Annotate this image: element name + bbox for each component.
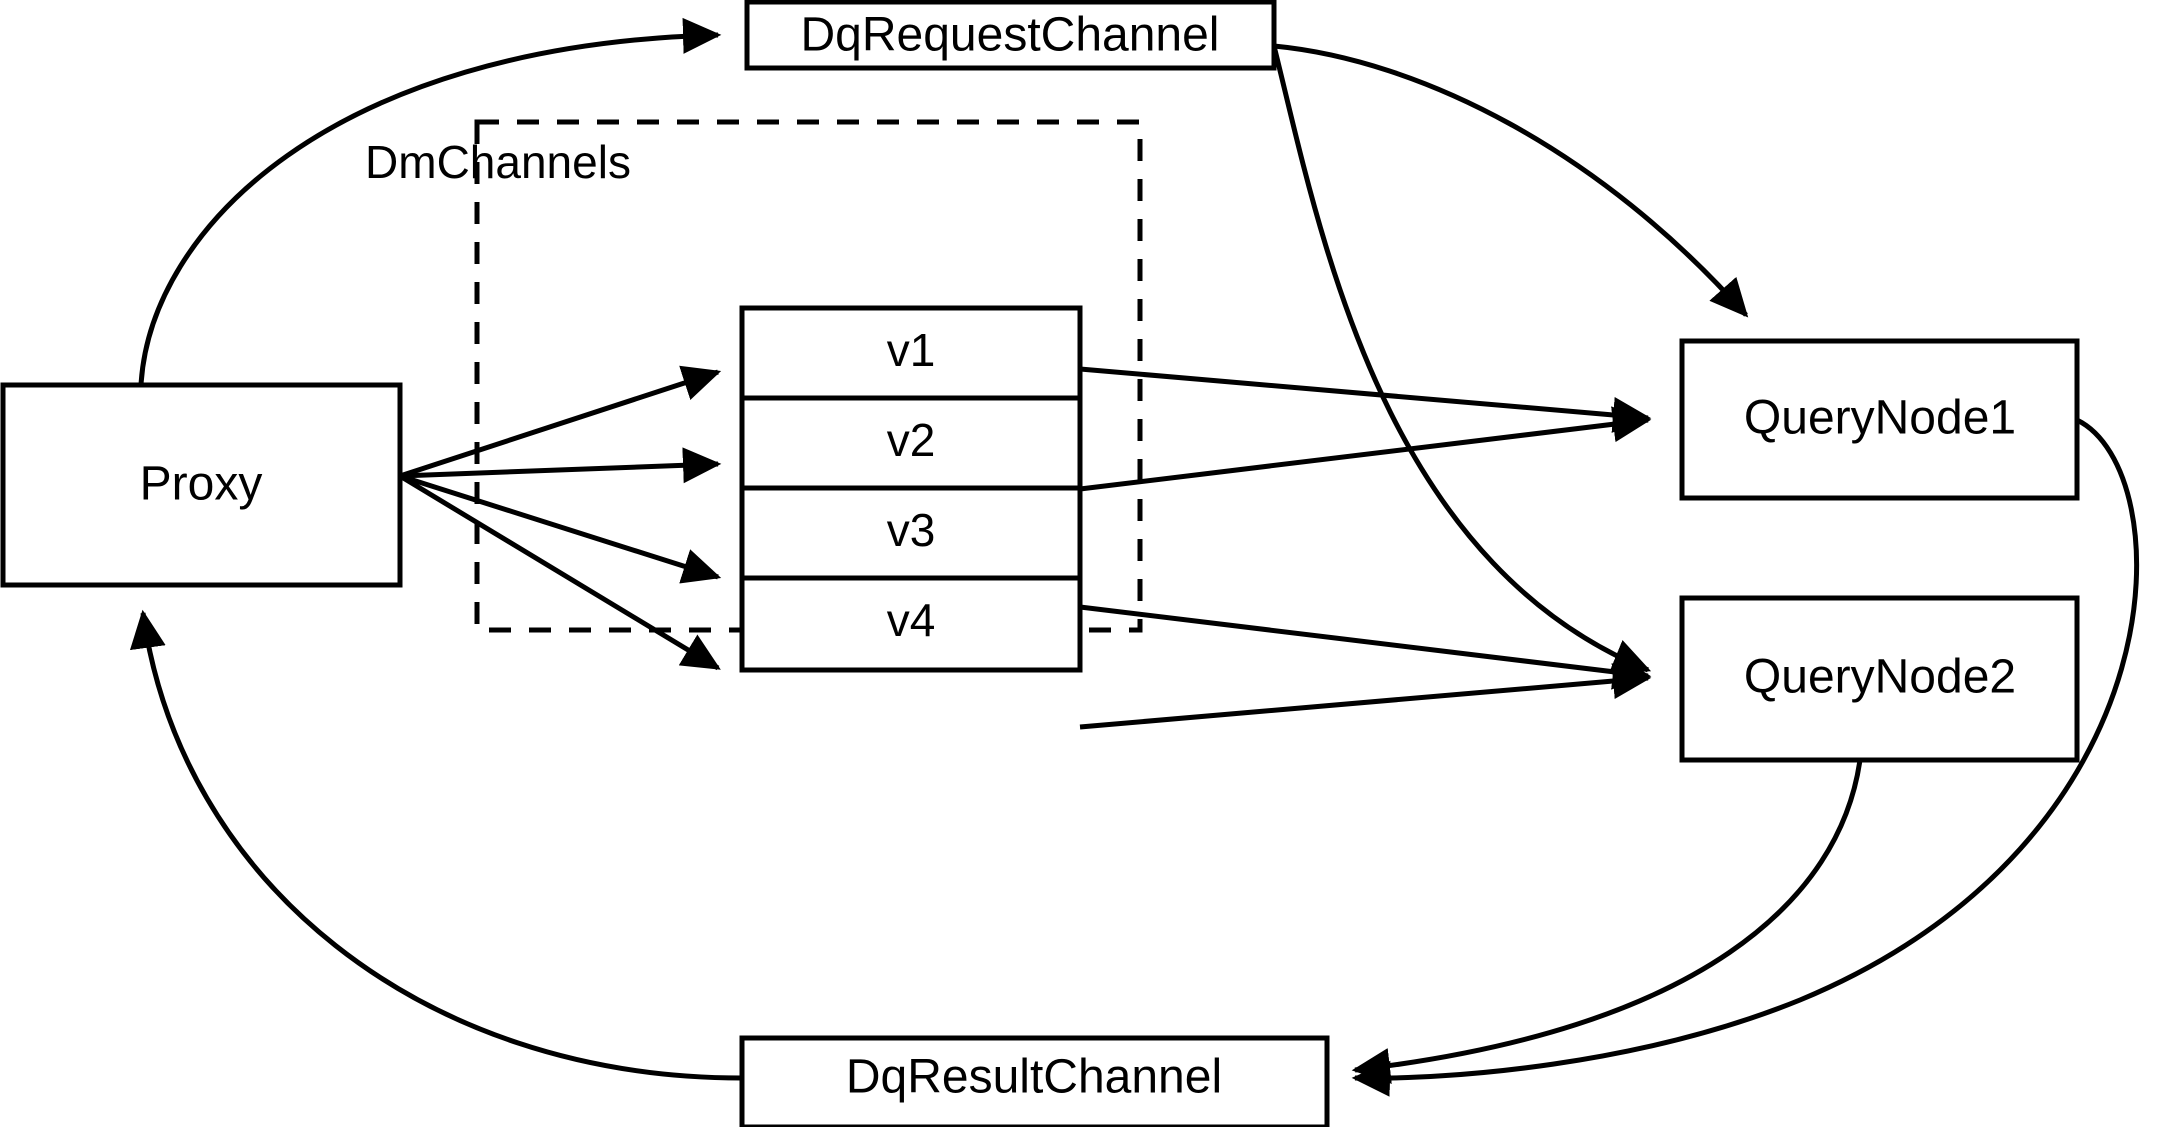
edge-query-node-1-to-dq-result-channel xyxy=(1351,417,2140,1097)
edge-dq-result-channel-to-proxy xyxy=(130,609,743,1081)
edge-v3-to-query-node-2 xyxy=(1079,604,1652,690)
proxy-label: Proxy xyxy=(140,458,263,511)
edge-proxy-to-v3 xyxy=(399,473,722,584)
query-node-1-label: QueryNode1 xyxy=(1744,392,2016,445)
edge-dq-request-channel-to-query-node-2 xyxy=(1271,45,1652,674)
query-node-1[interactable]: QueryNode1 xyxy=(1679,338,2080,501)
edge-dq-request-channel-to-query-node-1 xyxy=(1273,43,1749,318)
dq-request-channel-label: DqRequestChannel xyxy=(801,9,1220,62)
channel-row-v3[interactable]: v3 xyxy=(887,504,936,556)
query-node-2-box[interactable] xyxy=(1679,595,2080,763)
edge-proxy-to-dq-request-channel xyxy=(138,17,722,386)
edge-v2-to-query-node-1 xyxy=(1079,406,1652,492)
query-node-2-label: QueryNode2 xyxy=(1744,651,2016,704)
edge-v4-to-query-node-2 xyxy=(1079,663,1652,730)
dm-channels-group-label: DmChannels xyxy=(365,136,631,188)
dq-result-channel-box[interactable] xyxy=(739,1035,1330,1127)
edge-proxy-to-v4 xyxy=(398,473,721,671)
edge-proxy-to-v2 xyxy=(399,447,722,484)
dm-channels-group: DmChannels xyxy=(365,119,1143,633)
dq-result-channel-label: DqResultChannel xyxy=(846,1051,1222,1104)
dq-request-channel-node[interactable]: DqRequestChannel xyxy=(744,0,1277,71)
dq-request-channel-box[interactable] xyxy=(744,0,1277,71)
proxy-node[interactable]: Proxy xyxy=(0,382,403,588)
dm-channels-stack: v1 v2 v3 v4 xyxy=(739,305,1083,673)
proxy-box[interactable] xyxy=(0,382,403,588)
channel-row-v2[interactable]: v2 xyxy=(887,414,936,466)
channel-row-v1[interactable]: v1 xyxy=(887,324,936,376)
edge-v1-to-query-node-1 xyxy=(1079,366,1652,433)
channel-row-v4[interactable]: v4 xyxy=(887,594,936,646)
query-node-1-box[interactable] xyxy=(1679,338,2080,501)
edge-query-node-2-to-dq-result-channel xyxy=(1351,759,1863,1084)
dq-result-channel-node[interactable]: DqResultChannel xyxy=(739,1035,1330,1127)
edge-proxy-to-v1 xyxy=(399,365,722,479)
query-node-2[interactable]: QueryNode2 xyxy=(1679,595,2080,763)
dm-channels-group-border xyxy=(474,119,1143,633)
